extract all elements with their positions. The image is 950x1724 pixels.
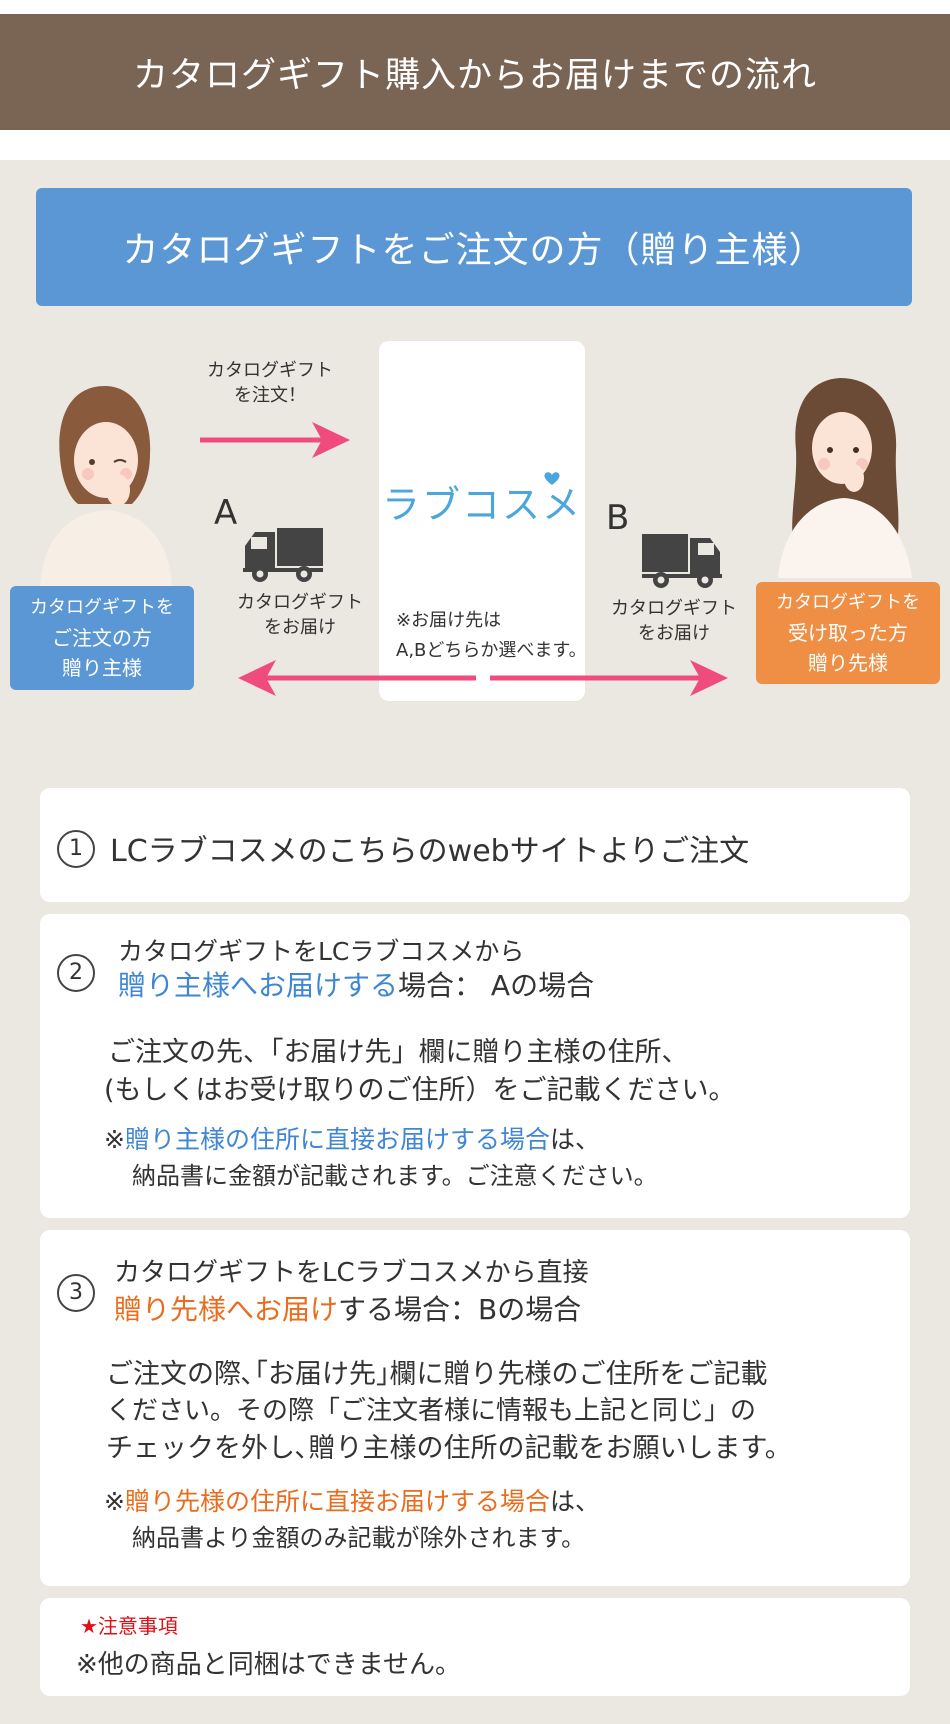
- sender-tag: カタログギフトを ご注文の方 贈り主様: [10, 586, 194, 690]
- step-2-line2: 贈り主様へお届けする場合： Aの場合: [118, 969, 595, 1002]
- caution-title: ★注意事項: [80, 1614, 178, 1638]
- delivery-choice-note: ※お届け先は A,Bどちらか選べます。: [396, 610, 587, 661]
- truck-icon: [243, 528, 323, 582]
- recipient-woman-illustration: [778, 378, 912, 578]
- step-3-number: 3: [57, 1274, 95, 1312]
- step-3-body-1: ご注文の際､｢お届け先｣欄に贈り先様のご住所をご記載: [106, 1359, 768, 1390]
- step-2-number: 2: [57, 954, 95, 992]
- step-2-body-1: ご注文の先、「お届け先」欄に贈り主様の住所、: [108, 1037, 689, 1068]
- route-a-letter: A: [214, 493, 238, 533]
- arrow-to-recipient-icon: [490, 660, 728, 696]
- step-1-number: 1: [57, 830, 95, 868]
- order-arrow-icon: [200, 422, 350, 458]
- step-3-card: [40, 1230, 910, 1586]
- sender-woman-illustration: [40, 386, 172, 588]
- step-2-line1: カタログギフトをLCラブコスメから: [118, 937, 525, 966]
- step-2-note-2: 納品書に金額が記載されます。ご注意ください。: [132, 1162, 658, 1190]
- page-header: カタログギフト購入からお届けまでの流れ: [0, 14, 950, 130]
- caution-text: ※他の商品と同梱はできません。: [76, 1650, 462, 1680]
- step-2-card: [40, 914, 910, 1218]
- order-label: カタログギフト を注文！: [207, 360, 333, 406]
- step-1-text: LCラブコスメのこちらのwebサイトよりご注文: [110, 834, 750, 869]
- step-2-body-2: (もしくはお受け取りのご住所）をご記載ください。: [104, 1075, 736, 1106]
- lovecosme-logo: ラブコスメ: [381, 483, 582, 527]
- step-3-note: ※贈り先様の住所に直接お届けする場合は、: [104, 1487, 600, 1516]
- arrow-to-sender-icon: [238, 660, 476, 696]
- step-3-line2: 贈り先様へお届けする場合：Bの場合: [114, 1293, 582, 1326]
- sender-banner: カタログギフトをご注文の方（贈り主様）: [36, 188, 912, 306]
- step-3-note-2: 納品書より金額のみ記載が除外されます。: [132, 1524, 586, 1552]
- step-2-note: ※贈り主様の住所に直接お届けする場合は、: [104, 1125, 600, 1154]
- shop-card: [379, 341, 585, 701]
- recipient-tag: カタログギフトを 受け取った方 贈り先様: [756, 582, 940, 684]
- route-a-label: カタログギフト をお届け: [237, 592, 363, 638]
- step-3-body-3: チェックを外し､贈り主様の住所の記載をお願いします。: [106, 1433, 792, 1464]
- step-1-card: [40, 788, 910, 902]
- route-b-letter: B: [606, 498, 630, 538]
- step-3-body-2: ください。その際「ご注文者様に情報も上記と同じ」の: [106, 1396, 757, 1426]
- logo-heart-icon: [544, 472, 560, 485]
- truck-icon: [642, 534, 722, 588]
- step-3-line1: カタログギフトをLCラブコスメから直接: [114, 1258, 589, 1288]
- caution-card: [40, 1598, 910, 1696]
- sender-banner-title: カタログギフトをご注文の方（贈り主様）: [122, 230, 826, 271]
- route-b-label: カタログギフト をお届け: [611, 598, 737, 644]
- page-title: カタログギフト購入からお届けまでの流れ: [132, 55, 817, 96]
